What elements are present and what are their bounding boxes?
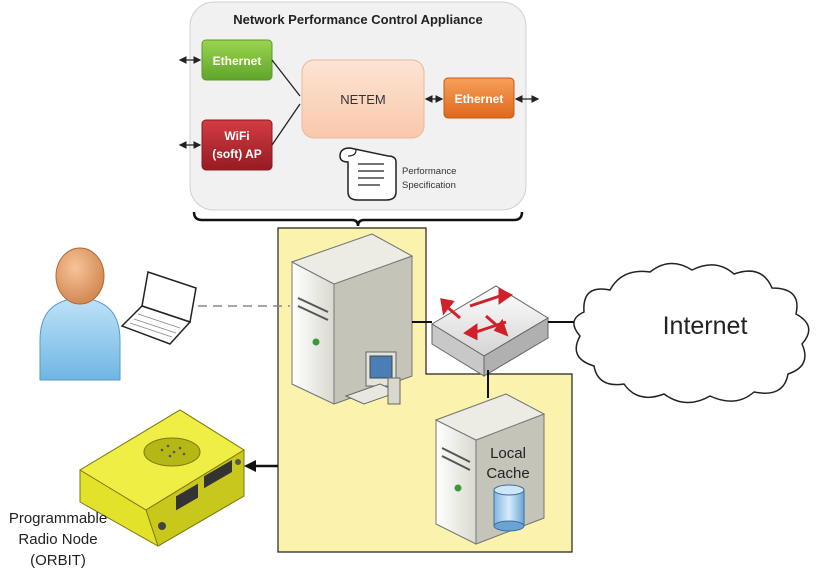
switch-icon [431, 285, 549, 377]
internet-label: Internet [663, 312, 748, 340]
radio-node-label-line1: Programmable [9, 510, 107, 527]
appliance-connectors [178, 56, 540, 149]
ethernet-out-box: Ethernet [443, 77, 515, 119]
laptop-icon [120, 271, 197, 345]
ethernet-in-box: Ethernet [201, 39, 273, 81]
spec-label-line1: Performance [402, 166, 456, 177]
wifi-label-line2: (soft) AP [212, 147, 262, 161]
brace [192, 211, 524, 227]
wifi-ap-box: WiFi (soft) AP [201, 119, 273, 171]
spec-label-line2: Specification [402, 180, 456, 191]
orbit-radio-node-icon [79, 409, 245, 547]
netem-label: NETEM [340, 92, 386, 107]
desktop-pc-icon [344, 351, 401, 405]
cache-label-line2: Cache [486, 465, 529, 482]
ethernet-in-label: Ethernet [213, 54, 262, 68]
radio-node-label-line2: Radio Node [18, 531, 97, 548]
internet-cloud-icon [573, 262, 810, 404]
netem-box: NETEM [301, 59, 425, 139]
person-icon [39, 247, 121, 381]
zone-connectors [198, 305, 582, 472]
wifi-label-line1: WiFi [224, 129, 249, 143]
cache-label-line1: Local [490, 445, 526, 462]
ethernet-out-label: Ethernet [455, 92, 504, 106]
scroll-icon [339, 147, 397, 201]
appliance-panel: Network Performance Control Appliance Et… [178, 1, 540, 211]
database-icon [493, 484, 525, 532]
appliance-title: Network Performance Control Appliance [233, 12, 482, 27]
radio-node-label-line3: (ORBIT) [30, 552, 86, 569]
